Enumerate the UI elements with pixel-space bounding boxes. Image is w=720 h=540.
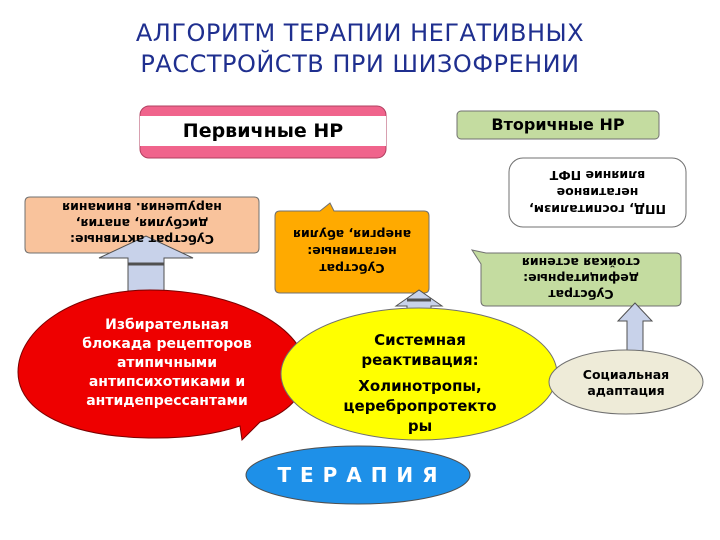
substrate-deficit-line-1: Субстрат [548, 287, 614, 302]
factors-line-2: негативное [556, 185, 639, 200]
substrate-deficit-line-2: дефицитарные: [523, 271, 639, 286]
social-adaptation-line-2: адаптация [587, 383, 665, 398]
yellow-oval-text: Системная реактивация: Холинотропы, цере… [325, 330, 515, 436]
substrate-negative-text: Субстрат негативные: анергия, абулия [275, 226, 429, 277]
yellow-oval-line-2: реактивация: [361, 351, 479, 369]
substrate-active-text: Субстрат активные: дисбулия, апатия, нар… [25, 199, 259, 247]
factors-box [508, 157, 687, 228]
social-adaptation-text: Социальная адаптация [554, 367, 698, 399]
title-line-1: АЛГОРИТМ ТЕРАПИИ НЕГАТИВНЫХ [135, 19, 585, 47]
page-title: АЛГОРИТМ ТЕРАПИИ НЕГАТИВНЫХ РАССТРОЙСТВ … [0, 18, 720, 80]
primary-nr-box [139, 105, 387, 159]
social-adaptation-line-1: Социальная [582, 367, 670, 382]
substrate-deficit-callout [470, 249, 682, 307]
primary-nr-label: Первичные НР [182, 120, 344, 142]
substrate-negative-line-1: Субстрат [319, 261, 385, 276]
title-line-2: РАССТРОЙСТВ ПРИ ШИЗОФРЕНИИ [140, 50, 580, 78]
red-oval-text: Избирательная блокада рецепторов атипичн… [52, 316, 282, 411]
factors-text: ППД, госпитализм, негативное влияние ПФТ [509, 167, 686, 218]
red-oval [17, 289, 307, 442]
factors-line-3: влияние ПФТ [549, 168, 646, 183]
arrow-red-to-peach [98, 235, 194, 307]
factors-line-1: ППД, госпитализм, [529, 202, 666, 217]
red-oval-line-2: блокада рецепторов [82, 336, 252, 352]
therapy-oval [245, 445, 471, 505]
social-adaptation-oval [548, 349, 704, 415]
secondary-nr-label: Вторичные НР [491, 115, 625, 134]
substrate-active-line-1: Субстрат активные: [70, 232, 214, 247]
red-oval-line-4: антипсихотиками и [88, 374, 246, 390]
red-oval-line-3: атипичными [116, 355, 218, 371]
red-oval-line-1: Избирательная [105, 317, 229, 333]
yellow-oval-line-3: Холинотропы, [358, 377, 482, 395]
yellow-oval-line-1: Системная [374, 331, 466, 349]
substrate-negative-line-3: анергия, абулия [292, 227, 412, 242]
substrate-active-line-3: нарушения. внимания [62, 200, 222, 215]
therapy-label: Т Е Р А П И Я [277, 463, 439, 487]
substrate-deficit-text: Субстрат дефицитарные: стойкая астения [481, 254, 681, 302]
yellow-oval-line-4: церебропротекто [343, 397, 497, 415]
substrate-deficit-line-3: стойкая астения [521, 255, 641, 270]
substrate-negative-line-2: негативные: [307, 244, 397, 259]
red-oval-line-5: антидепрессантами [86, 393, 248, 409]
yellow-oval-line-5: ры [407, 417, 433, 435]
secondary-nr-box [456, 110, 660, 140]
substrate-active-line-2: дисбулия, апатия, [75, 216, 209, 231]
